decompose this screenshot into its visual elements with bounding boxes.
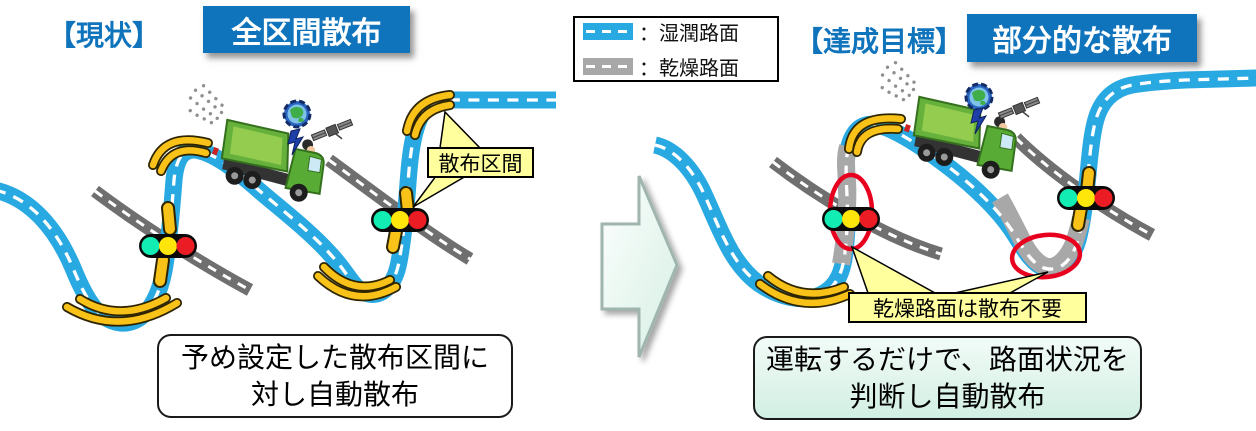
dry-road [992, 193, 1090, 276]
gps-globe-icon [282, 99, 312, 129]
current-state-label: 【現状】 [48, 20, 161, 51]
left-caption-box: 予め設定した散布区間に 対し自動散布 [157, 334, 513, 418]
dry-no-spread-callout: 乾燥路面は散布不要 [848, 292, 1087, 323]
yellow-spread-marks [62, 90, 455, 327]
right-block-arrow-icon [600, 175, 679, 358]
right-caption-box: 運転するだけで、路面状況を 判断し自動散布 [753, 336, 1142, 420]
traffic-light-icon [822, 207, 880, 231]
callout-pointer [412, 175, 469, 208]
wet-road-swatch [583, 23, 633, 40]
right-caption-line1: 運転するだけで、路面状況を [766, 344, 1129, 375]
target-label: 【達成目標】 [795, 26, 964, 57]
left-caption-line2: 対し自動散布 [250, 379, 419, 410]
right-diagram-target [652, 56, 1256, 308]
legend-wet-label: ：湿潤路面 [639, 23, 739, 45]
dry-road-swatch [583, 58, 633, 75]
callout-pointer [954, 271, 1049, 294]
legend-dry-label: ：乾燥路面 [639, 58, 739, 80]
red-ellipse-highlight [1009, 232, 1083, 280]
target-badge: 部分的な散布 [967, 14, 1197, 62]
road-legend: ：湿潤路面 ：乾燥路面 [573, 16, 779, 82]
satellite-icon [310, 117, 357, 150]
legend-dry-row: ：乾燥路面 [583, 52, 769, 81]
traffic-light-icon [371, 208, 429, 232]
right-caption-line2: 判断し自動散布 [849, 381, 1046, 412]
left-caption-line1: 予め設定した散布区間に [180, 342, 489, 373]
current-badge: 全区間散布 [203, 6, 410, 53]
spread-section-callout: 散布区間 [427, 147, 534, 178]
callout-pointer [439, 110, 482, 149]
legend-wet-row: ：湿潤路面 [583, 17, 769, 46]
gps-globe-icon [964, 82, 994, 112]
traffic-light-icon [1057, 186, 1115, 210]
traffic-light-icon [139, 234, 197, 258]
left-diagram-current [0, 79, 556, 332]
